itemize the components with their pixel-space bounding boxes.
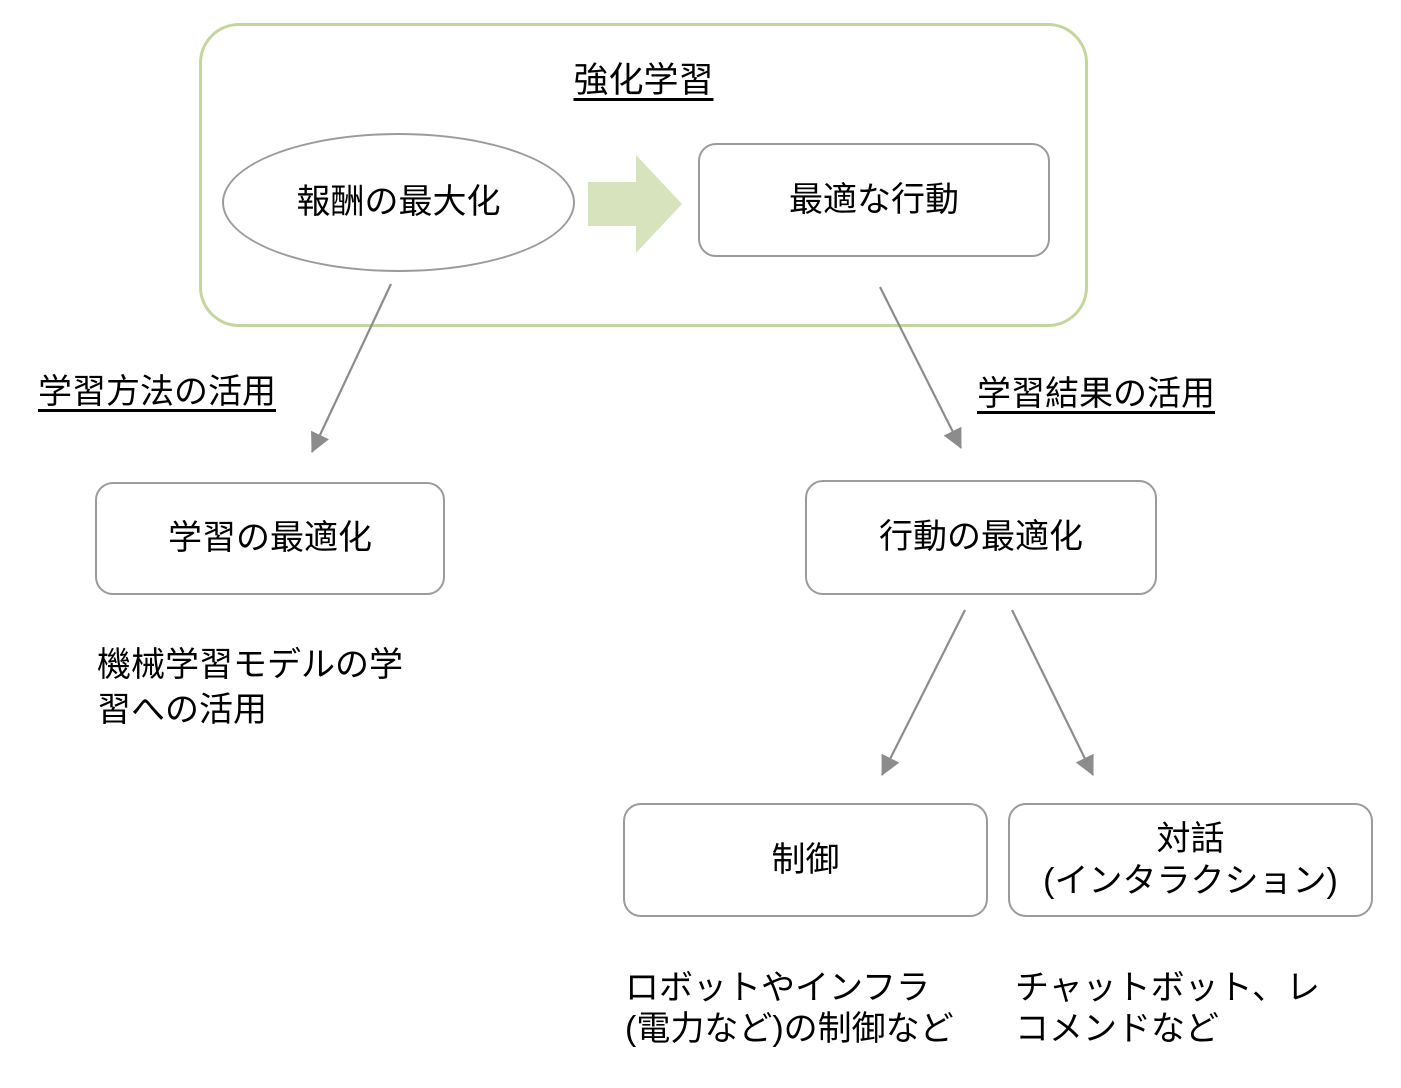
node-reward-maximization: 報酬の最大化 [222,133,575,272]
node-label: 対話 (インタラクション) [1043,818,1338,903]
description-learning-use: 機械学習モデルの学 習への活用 [97,643,403,733]
node-label: 学習の最適化 [168,519,372,558]
node-label-line1: 対話 [1156,819,1225,858]
edge-label-learning-result-use: 学習結果の活用 [977,375,1215,413]
node-label: 制御 [771,840,840,879]
connector-actionopt-to-control [881,609,966,776]
node-dialogue: 対話 (インタラクション) [1008,803,1373,917]
edge-label-learning-method-use: 学習方法の活用 [38,373,276,411]
description-line2: コメンドなど [1015,1009,1219,1048]
node-label: 報酬の最大化 [296,183,501,222]
reinforcement-learning-group: 強化学習 [199,23,1088,327]
group-title: 強化学習 [573,61,714,100]
description-line2: 習への活用 [97,690,267,729]
node-action-optimization: 行動の最適化 [805,480,1157,595]
node-optimal-action: 最適な行動 [698,143,1050,257]
description-control-examples: ロボットやインフラ (電力など)の制御など [625,968,954,1050]
node-label: 行動の最適化 [879,518,1083,557]
description-line2: (電力など)の制御など [625,1009,954,1048]
description-line1: チャットボット、レ [1015,969,1320,1007]
connector-actionopt-to-dialogue [1011,609,1094,776]
description-line1: ロボットやインフラ [625,969,930,1007]
node-learning-optimization: 学習の最適化 [95,482,445,595]
node-control: 制御 [623,803,988,917]
node-label-line2: (インタラクション) [1043,862,1338,900]
description-line1: 機械学習モデルの学 [97,646,403,684]
node-label: 最適な行動 [789,180,959,219]
description-dialogue-examples: チャットボット、レ コメンドなど [1015,968,1320,1050]
